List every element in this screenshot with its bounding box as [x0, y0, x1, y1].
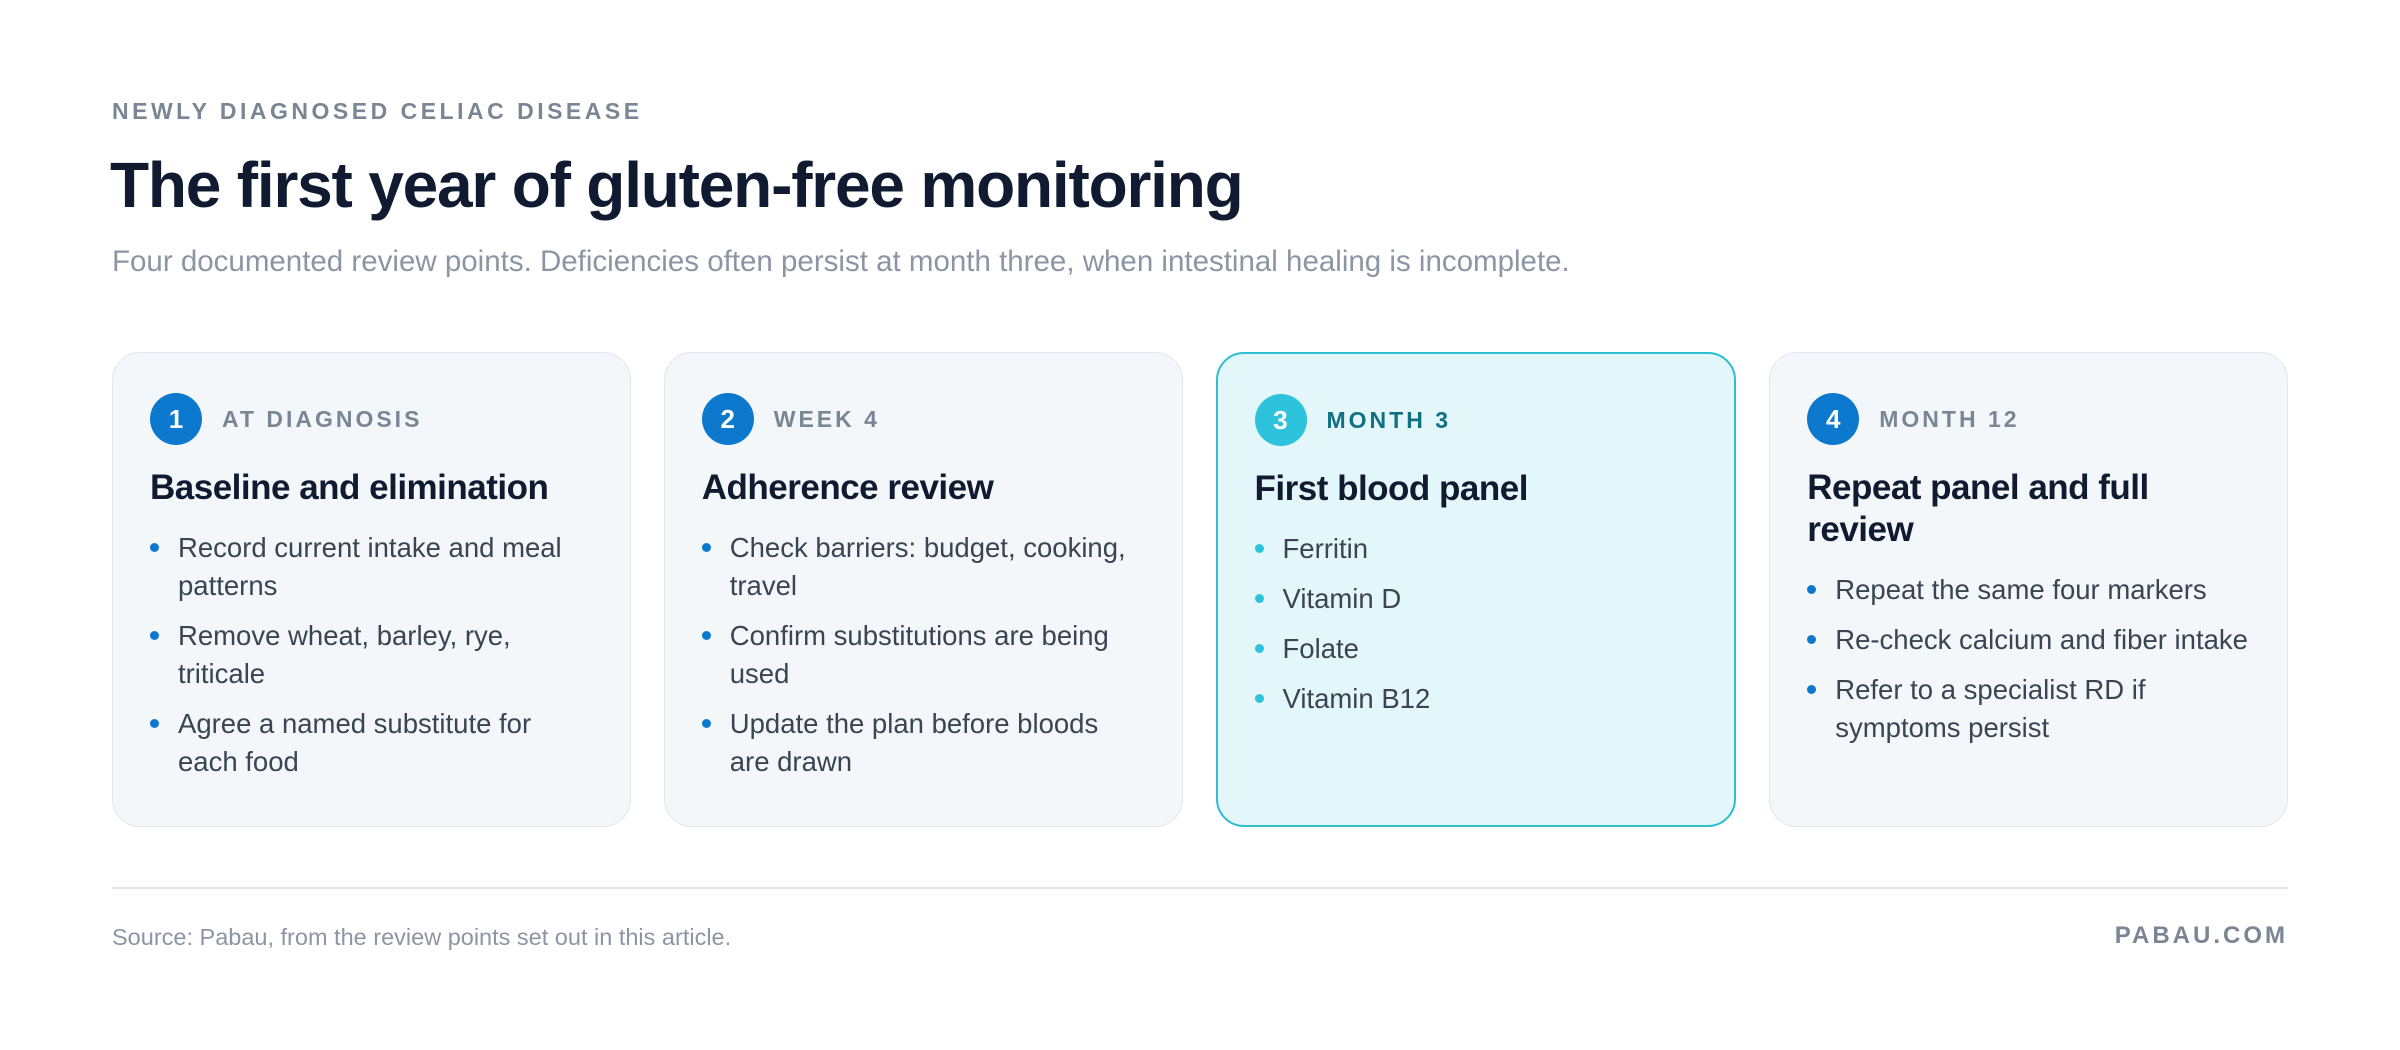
brand-wordmark: PABAU.COM: [2114, 922, 2288, 949]
list-item-text: Vitamin D: [1282, 583, 1402, 614]
list-item: Re-check calcium and fiber intake: [1807, 621, 2251, 659]
list-item-text: Vitamin B12: [1282, 683, 1431, 714]
list-item: Repeat the same four markers: [1807, 571, 2251, 609]
list-item: Check barriers: budget, cooking, travel: [701, 529, 1146, 605]
list-item-text: Re-check calcium and fiber intake: [1835, 624, 2248, 655]
step-label: MONTH 12: [1879, 405, 2020, 432]
card-header: 3 MONTH 3: [1254, 394, 1699, 446]
card-header: 2 WEEK 4: [701, 393, 1146, 445]
card-title: Repeat panel and full review: [1807, 468, 2149, 549]
list-item: Vitamin B12: [1254, 680, 1699, 718]
step-number-badge: 4: [1807, 393, 1860, 445]
bullet-icon: [150, 719, 159, 728]
list-item: Confirm substitutions are being used: [701, 617, 1146, 693]
step-label: MONTH 3: [1326, 406, 1451, 433]
bullet-icon: [1807, 685, 1817, 694]
list-item-text: Confirm substitutions are being used: [729, 620, 1109, 689]
bullet-icon: [150, 631, 159, 640]
list-item-text: Ferritin: [1282, 533, 1369, 564]
list-item-text: Check barriers: budget, cooking, travel: [729, 532, 1126, 601]
list-item-text: Record current intake and meal patterns: [178, 532, 562, 601]
footer-divider: [112, 887, 2288, 889]
bullet-icon: [1254, 594, 1264, 603]
card-title: Adherence review: [701, 468, 994, 507]
list-item-text: Refer to a specialist RD if symptoms per…: [1835, 674, 2146, 743]
bullet-icon: [701, 719, 711, 728]
step-number-badge: 1: [150, 393, 202, 445]
review-card-2: 2 WEEK 4 Adherence review Check barriers…: [663, 352, 1183, 827]
bullet-icon: [150, 543, 159, 552]
eyebrow: NEWLY DIAGNOSED CELIAC DISEASE: [112, 98, 643, 124]
card-item-list: Repeat the same four markers Re-check ca…: [1807, 571, 2251, 747]
list-item-text: Agree a named substitute for each food: [178, 708, 532, 777]
bullet-icon: [1254, 644, 1264, 653]
step-label: AT DIAGNOSIS: [222, 405, 423, 432]
list-item-text: Remove wheat, barley, rye, triticale: [178, 620, 511, 689]
list-item: Remove wheat, barley, rye, triticale: [150, 617, 594, 693]
list-item: Record current intake and meal patterns: [150, 529, 594, 605]
review-card-3-highlighted: 3 MONTH 3 First blood panel Ferritin Vit…: [1215, 352, 1737, 827]
step-number-badge: 3: [1254, 394, 1307, 446]
list-item: Agree a named substitute for each food: [150, 705, 594, 781]
bullet-icon: [701, 631, 711, 640]
list-item: Folate: [1254, 630, 1699, 668]
list-item-text: Update the plan before bloods are drawn: [729, 708, 1099, 777]
review-card-4: 4 MONTH 12 Repeat panel and full review …: [1769, 352, 2288, 827]
bullet-icon: [1807, 635, 1817, 644]
bullet-icon: [1254, 544, 1264, 553]
page-title: The first year of gluten-free monitoring: [110, 149, 1244, 221]
card-title: Baseline and elimination: [150, 468, 549, 507]
list-item-text: Repeat the same four markers: [1835, 574, 2207, 605]
page-subtitle: Four documented review points. Deficienc…: [112, 245, 1570, 278]
card-header: 1 AT DIAGNOSIS: [150, 393, 594, 445]
list-item: Ferritin: [1254, 530, 1699, 568]
source-note: Source: Pabau, from the review points se…: [112, 924, 732, 950]
bullet-icon: [1807, 585, 1817, 594]
card-header: 4 MONTH 12: [1807, 393, 2251, 445]
review-cards: 1 AT DIAGNOSIS Baseline and elimination …: [112, 352, 2288, 827]
card-item-list: Record current intake and meal patterns …: [150, 529, 594, 781]
list-item: Refer to a specialist RD if symptoms per…: [1807, 671, 2251, 747]
list-item-text: Folate: [1282, 633, 1359, 664]
bullet-icon: [1254, 694, 1264, 703]
card-item-list: Ferritin Vitamin D Folate Vitamin B12: [1254, 530, 1699, 718]
step-number-badge: 2: [701, 393, 754, 445]
card-title: First blood panel: [1254, 469, 1529, 508]
list-item: Update the plan before bloods are drawn: [701, 705, 1146, 781]
review-card-1: 1 AT DIAGNOSIS Baseline and elimination …: [112, 352, 631, 827]
bullet-icon: [701, 543, 711, 552]
list-item: Vitamin D: [1254, 580, 1699, 618]
step-label: WEEK 4: [773, 405, 880, 432]
card-item-list: Check barriers: budget, cooking, travel …: [701, 529, 1146, 781]
